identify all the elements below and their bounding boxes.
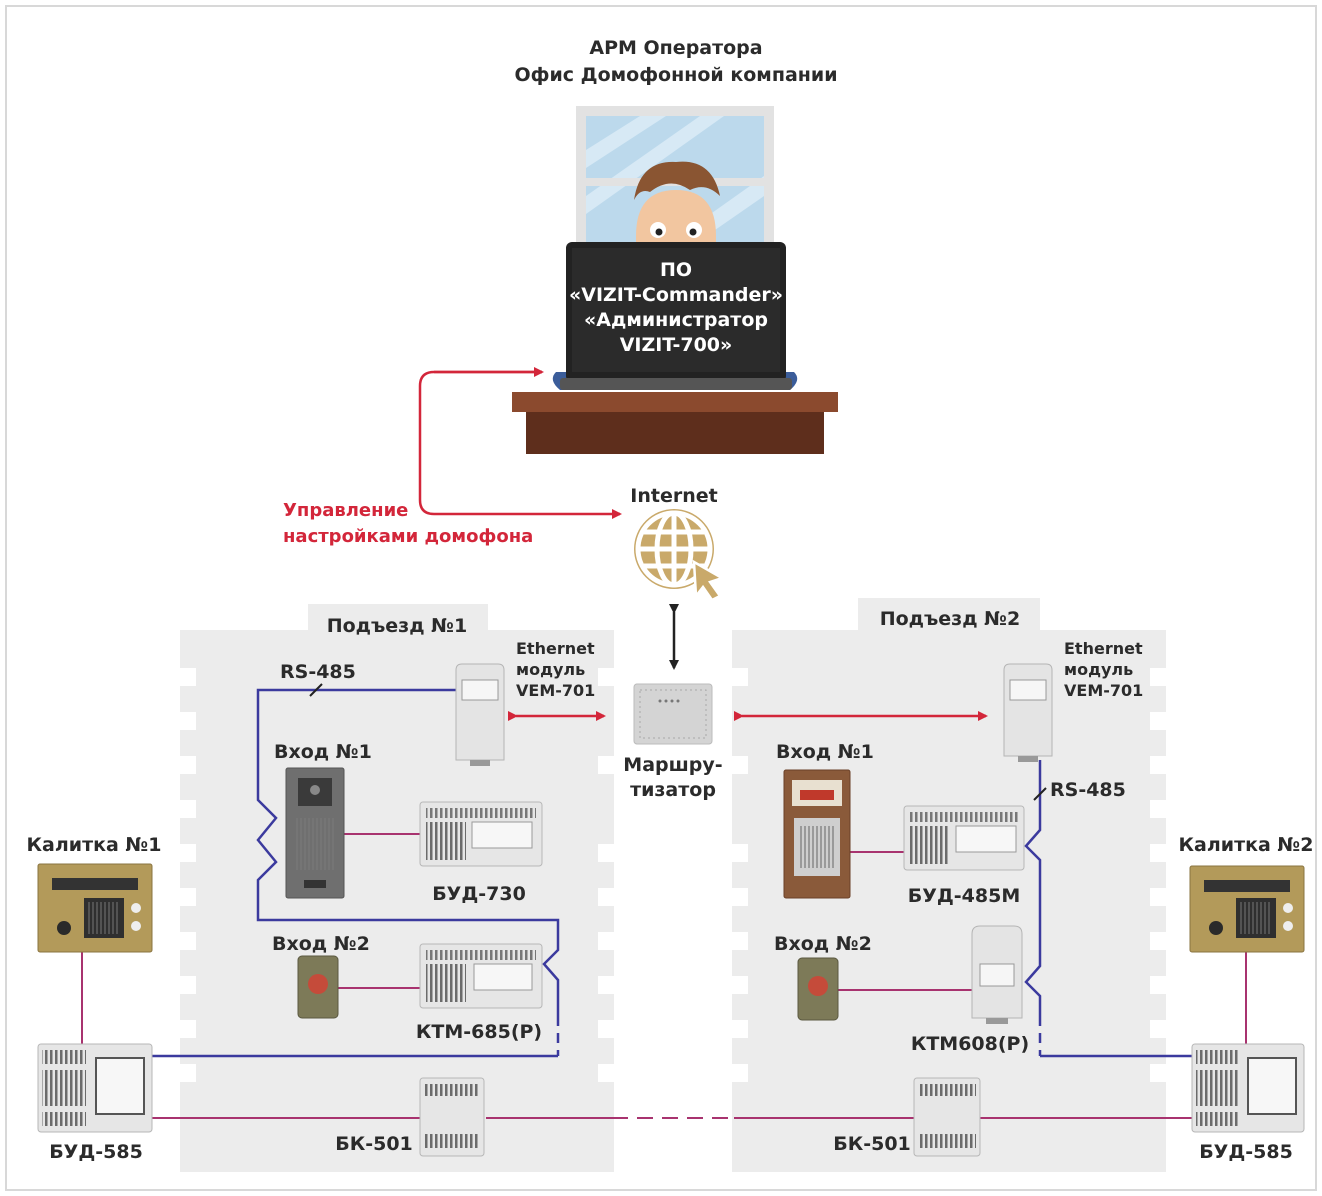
entrance2-ethernet-line3: VEM-701 [1064, 681, 1143, 700]
laptop-text-line3: «Администратор [584, 309, 768, 331]
entrance1-exit-button [297, 955, 339, 1019]
gate2-bud-label: БУД-585 [1199, 1141, 1293, 1163]
gate1-title: Калитка №1 [26, 834, 161, 856]
gate1-bud-label: БУД-585 [49, 1141, 143, 1163]
entrance1-entry1-label: Вход №1 [274, 741, 372, 763]
rs485-tick-2 [1033, 787, 1047, 801]
gate1-call-panel [37, 863, 153, 953]
entrance1-title: Подъезд №1 [327, 615, 468, 637]
entrance1-ethernet-line1: Ethernet [516, 639, 595, 658]
laptop-text-line2: «VIZIT-Commander» [569, 284, 783, 306]
entrance2-bk501-unit [913, 1077, 981, 1157]
entrance2-entry2-label: Вход №2 [774, 933, 872, 955]
entrance1-rs485-label: RS-485 [280, 661, 356, 683]
gate2-title: Калитка №2 [1178, 834, 1313, 856]
line-wiring [81, 833, 1247, 1119]
entrance1-bud-label: БУД-730 [432, 883, 526, 905]
desk [512, 392, 838, 454]
entrance1-entry2-label: Вход №2 [272, 933, 370, 955]
entrance1-vem701-module [455, 663, 505, 766]
rs485-wiring [152, 688, 1192, 1058]
entrance2-ktm608-unit [971, 925, 1023, 1024]
rs485-tick-1 [309, 683, 323, 697]
control-label-line2: настройками домофона [283, 526, 533, 547]
control-label-line1: Управление [283, 500, 408, 521]
entrance2-exit-button [797, 957, 839, 1021]
operator-avatar [634, 161, 720, 250]
entrance2-rs485-label: RS-485 [1050, 779, 1126, 801]
entrance2-ktm-label: КТМ608(Р) [911, 1033, 1029, 1055]
entrance2-bk-label: БК-501 [833, 1133, 911, 1155]
gate2-bud585-unit [1191, 1043, 1305, 1133]
entrance1-ethernet-line2: модуль [516, 660, 585, 679]
gate1-bud585-unit [37, 1043, 153, 1133]
internet-label: Internet [630, 485, 717, 507]
entrance2-zone [732, 598, 1166, 1172]
entrance2-title: Подъезд №2 [880, 608, 1021, 630]
laptop-text-line4: VIZIT-700» [620, 334, 733, 356]
entrance1-ethernet-line3: VEM-701 [516, 681, 595, 700]
router-device [633, 683, 713, 745]
header-line2: Офис Домофонной компании [514, 64, 837, 86]
entrance2-call-panel [783, 769, 851, 899]
entrance1-call-panel [285, 767, 345, 899]
entrance1-bk-label: БК-501 [335, 1133, 413, 1155]
entrance2-bud-label: БУД-485М [908, 885, 1021, 907]
entrance2-ethernet-line2: модуль [1064, 660, 1133, 679]
entrance2-vem701-module [1003, 663, 1053, 762]
entrance1-ktm685-unit [419, 943, 543, 1009]
laptop-text-line1: ПО [660, 259, 692, 281]
globe-icon [634, 509, 726, 602]
control-arrow [418, 370, 622, 519]
entrance1-bud730-unit [419, 801, 543, 867]
entrance1-ktm-label: КТМ-685(Р) [416, 1021, 542, 1043]
gate2-call-panel [1189, 865, 1305, 953]
operator-workstation: ПО «VIZIT-Commander» «Администратор VIZI… [512, 106, 838, 454]
entrance2-entry1-label: Вход №1 [776, 741, 874, 763]
entrance1-bk501-unit [419, 1077, 485, 1157]
router-label-line2: тизатор [630, 779, 716, 801]
entrance1-zone [180, 604, 614, 1172]
router-label-line1: Маршру- [623, 754, 722, 776]
header-line1: АРМ Оператора [589, 37, 762, 59]
entrance2-ethernet-line1: Ethernet [1064, 639, 1143, 658]
outer-frame [5, 5, 1317, 1191]
entrance2-bud485m-unit [903, 805, 1025, 871]
laptop: ПО «VIZIT-Commander» «Администратор VIZI… [552, 242, 798, 390]
